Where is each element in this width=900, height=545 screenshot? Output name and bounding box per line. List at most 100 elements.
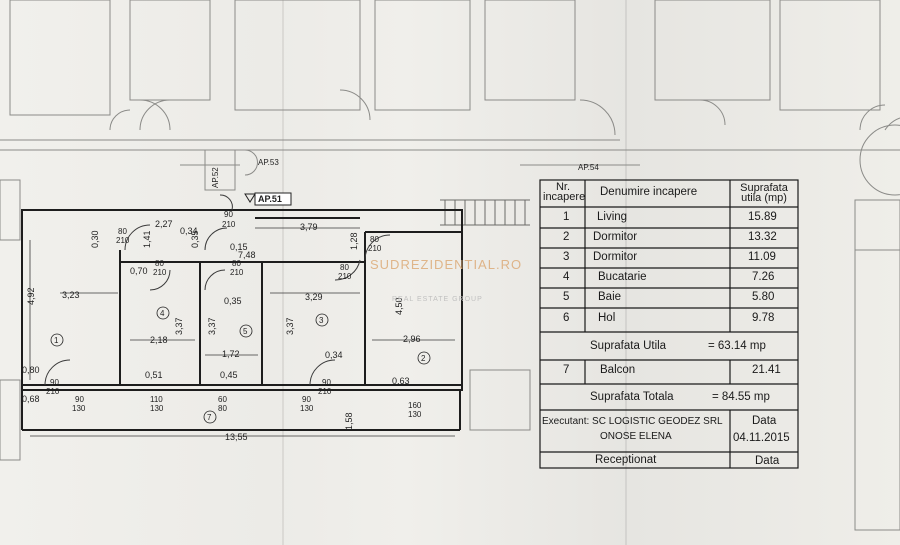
stair-hatching <box>440 199 530 226</box>
row-nr: 5 <box>563 291 570 303</box>
row-area: 9.78 <box>752 312 775 324</box>
window-height: 130 <box>72 404 86 413</box>
window-height: 130 <box>300 404 314 413</box>
row-area: 5.80 <box>752 291 775 303</box>
door-height: 210 <box>116 236 130 245</box>
door-height: 210 <box>338 272 352 281</box>
row-nr: 2 <box>563 231 570 243</box>
dim-label: 13,55 <box>225 432 248 442</box>
row-name: Dormitor <box>593 251 638 263</box>
door-height: 210 <box>153 268 167 277</box>
row-name: Hol <box>598 312 616 324</box>
dim-label: 3,29 <box>305 292 323 302</box>
dim-label: 3,79 <box>300 222 318 232</box>
receptionat-label: Receptionat <box>595 454 657 466</box>
room-number: 2 <box>421 354 426 363</box>
door-swings <box>44 194 391 386</box>
dim-label: 0,51 <box>145 370 163 380</box>
dim-label: 1,28 <box>349 232 359 250</box>
date-label: Data <box>752 415 777 427</box>
row-nr: 4 <box>563 271 570 283</box>
dim-label: 7,48 <box>238 250 256 260</box>
dim-label: 2,18 <box>150 335 168 345</box>
dim-label: 3,37 <box>174 317 184 335</box>
paper-fold <box>282 0 284 545</box>
dim-label: 4,50 <box>394 297 404 315</box>
dim-label: 0,80 <box>22 365 40 375</box>
door-height: 210 <box>46 387 60 396</box>
header-nr: Nr. incapere <box>543 181 586 203</box>
dim-label: 0,15 <box>230 242 248 252</box>
window-width: 160 <box>408 401 422 410</box>
door-width: 80 <box>340 263 349 272</box>
total-area-label: Suprafata Totala <box>590 391 674 403</box>
row-area: 15.89 <box>748 211 777 223</box>
window-width: 110 <box>150 395 163 404</box>
door-height: 210 <box>318 387 332 396</box>
window-width: 90 <box>75 395 84 404</box>
row-nr: 1 <box>563 211 570 223</box>
apartment-label: AP.51 <box>258 194 282 204</box>
useful-area-value: = 63.14 mp <box>708 340 766 352</box>
row-nr: 3 <box>563 251 570 263</box>
executant-name: ONOSE ELENA <box>600 431 672 442</box>
room-number: 5 <box>243 327 248 336</box>
window-height: 80 <box>218 404 227 413</box>
dim-label: 1,41 <box>142 230 152 248</box>
dim-label: 3,23 <box>62 290 80 300</box>
dim-label: 2,27 <box>155 219 173 229</box>
dim-label: 0,34 <box>325 350 343 360</box>
dim-label: 0,35 <box>190 230 200 248</box>
row-name: Baie <box>598 291 622 303</box>
dim-label: 0,30 <box>90 230 100 248</box>
room-number: 7 <box>207 413 212 422</box>
window-height: 130 <box>408 410 422 419</box>
neighbor-label: AP.54 <box>578 163 599 172</box>
row-area: 11.09 <box>748 251 776 263</box>
dim-label: 3,37 <box>207 317 217 335</box>
row-area: 13.32 <box>748 231 777 243</box>
dimension-lines <box>29 227 455 437</box>
header-name: Denumire incapere <box>600 186 698 198</box>
dim-label: 1,72 <box>222 349 240 359</box>
door-height: 210 <box>230 268 244 277</box>
dim-label: 0,35 <box>224 296 242 306</box>
apartment-tag-box <box>254 192 292 206</box>
dim-label: 0,63 <box>392 376 410 386</box>
watermark-subtitle: REAL ESTATE GROUP <box>392 296 483 303</box>
dim-label: 2,96 <box>403 334 421 344</box>
dim-label: 0,45 <box>220 370 238 380</box>
balcony-name: Balcon <box>600 364 636 376</box>
dim-label: 0,34 <box>180 226 198 236</box>
row-area: 7.26 <box>752 271 775 283</box>
entrance-arrow-icon <box>244 193 256 203</box>
door-width: 80 <box>232 259 241 268</box>
row-name: Bucatarie <box>598 271 647 283</box>
row-name: Living <box>597 211 628 223</box>
door-width: 80 <box>155 259 164 268</box>
door-width: 90 <box>224 210 233 219</box>
executant: Executant: SC LOGISTIC GEODEZ SRL <box>542 416 723 427</box>
neighbor-plan-outline <box>0 0 900 531</box>
window-width: 60 <box>218 395 227 404</box>
paper-fold <box>625 0 627 545</box>
stair-label: AP.52 <box>211 167 220 188</box>
door-height: 210 <box>222 220 236 229</box>
dim-label: 0,70 <box>130 266 148 276</box>
row-name: Dormitor <box>593 231 638 243</box>
room-number: 1 <box>54 336 59 345</box>
room-number-circles <box>50 306 431 424</box>
door-width: 90 <box>50 378 59 387</box>
useful-area-label: Suprafata Utila <box>590 340 667 352</box>
header-area: Suprafata utila (mp) <box>740 182 788 204</box>
neighbor-label: AP.53 <box>258 158 279 167</box>
row-nr: 6 <box>563 312 570 324</box>
balcony-area: 21.41 <box>752 364 781 376</box>
door-width: 80 <box>370 235 379 244</box>
window-height: 130 <box>150 404 164 413</box>
door-width: 80 <box>118 227 127 236</box>
balcony-nr: 7 <box>563 364 570 376</box>
door-height: 210 <box>368 244 382 253</box>
date-label-2: Data <box>755 455 780 467</box>
